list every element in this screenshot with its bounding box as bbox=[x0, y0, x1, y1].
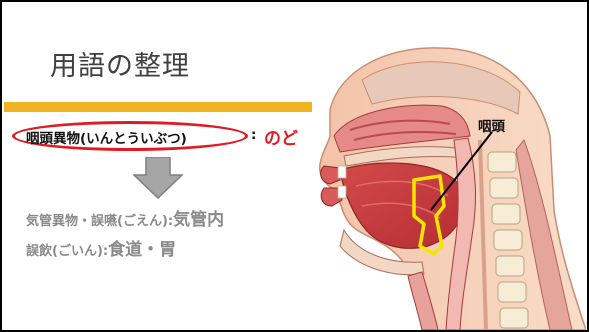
term-colon: : bbox=[251, 127, 257, 143]
definition-ingestion: 誤飲(ごいん):食道・胃 bbox=[26, 235, 176, 260]
pharynx-label: 咽頭 bbox=[478, 119, 505, 135]
throat-anatomy-illustration bbox=[318, 47, 586, 330]
accent-bar bbox=[4, 102, 312, 112]
term-meaning: のど bbox=[264, 129, 298, 149]
definition-colon: : bbox=[167, 214, 174, 229]
highlight-ellipse bbox=[12, 121, 248, 151]
definition-colon: : bbox=[102, 244, 109, 259]
definition-term: 誤飲(ごいん) bbox=[26, 244, 103, 259]
term-row: 咽頭異物(いんとういぶつ) : のど bbox=[12, 121, 312, 151]
definition-aspiration: 気管異物・誤嚥(ごえん):気管内 bbox=[26, 205, 224, 230]
down-arrow-icon bbox=[133, 157, 183, 199]
term-label: 咽頭異物(いんとういぶつ) bbox=[26, 131, 187, 147]
slide-title: 用語の整理 bbox=[50, 51, 190, 82]
definition-meaning: 食道・胃 bbox=[108, 240, 177, 260]
definition-term: 気管異物・誤嚥(ごえん) bbox=[26, 214, 168, 229]
definition-meaning: 気管内 bbox=[173, 210, 225, 230]
